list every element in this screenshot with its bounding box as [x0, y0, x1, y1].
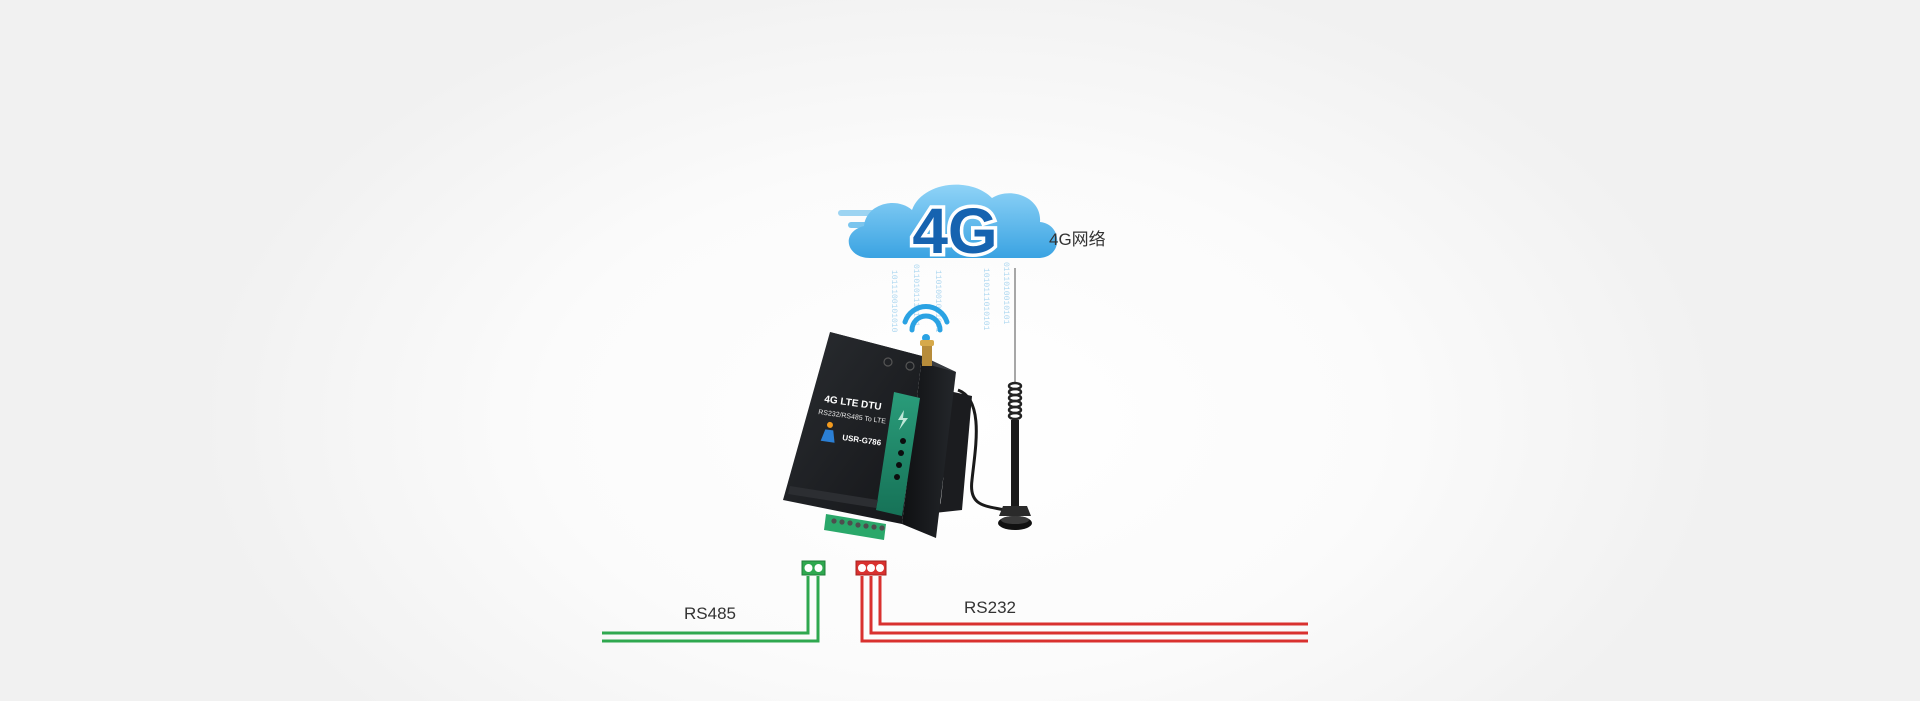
led-panel — [876, 392, 920, 516]
status-leds — [894, 438, 906, 480]
terminal-block — [824, 514, 886, 540]
binary-stream: 0110101110101 — [911, 264, 920, 327]
cloud-icon: 4G 4G — [838, 184, 1058, 271]
wifi-signal-icon — [902, 304, 950, 342]
lightning-icon — [898, 410, 908, 430]
network-badge-outline: 4G — [912, 195, 997, 267]
rs485-label: RS485 — [684, 604, 736, 623]
binary-stream: 1101001011011 — [933, 270, 942, 333]
binary-stream: 0111010010101 — [1001, 262, 1010, 325]
antenna-cable — [957, 388, 1013, 514]
binary-data-streams: 1011100101010 0110101110101 110100101101… — [889, 262, 1010, 333]
antenna-icon — [998, 268, 1032, 530]
binary-stream: 1011100101010 — [889, 270, 898, 333]
binary-stream: 1010111010101 — [981, 268, 990, 331]
network-badge: 4G — [912, 195, 997, 267]
rs232-connector — [855, 560, 887, 576]
dtu-device: 4G LTE DTU RS232/RS485 To LTE USR-G786 — [783, 332, 972, 540]
network-label: 4G网络 — [1049, 230, 1106, 249]
rs485-connector — [801, 560, 826, 576]
person-logo-icon — [820, 421, 835, 443]
rs232-lines — [860, 576, 1308, 643]
rs485-lines — [602, 576, 820, 643]
rs232-label: RS232 — [964, 598, 1016, 617]
